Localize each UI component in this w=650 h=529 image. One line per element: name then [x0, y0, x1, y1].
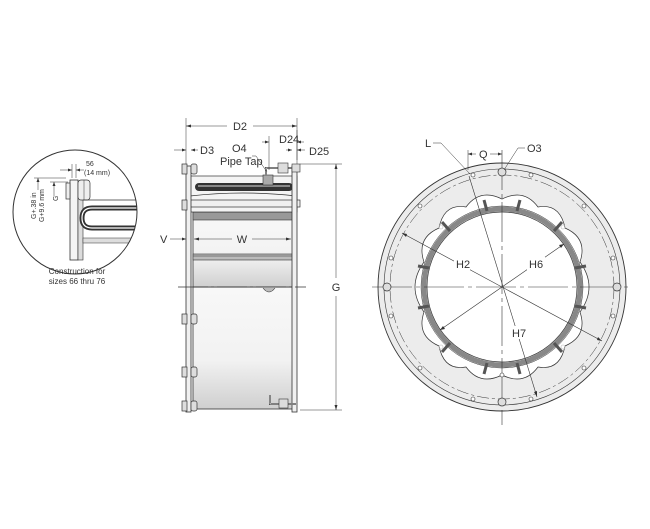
dim-g-detail-label: G: [53, 196, 60, 201]
shoe-dividers: [417, 199, 587, 375]
h2-label: H2: [456, 259, 470, 271]
flange-left: [185, 165, 192, 413]
dim-56-mm-label: (14 mm): [84, 170, 110, 177]
dim-d2-label: D2: [233, 121, 247, 133]
h7-label: H7: [512, 328, 526, 340]
detail-caption-line1: Construction for: [49, 267, 106, 276]
dim-56-label: 56: [86, 161, 94, 168]
h6-label: H6: [529, 259, 543, 271]
l-label: L: [425, 138, 431, 150]
dim-d25-label: D25: [309, 146, 329, 158]
detail-circle: [12, 149, 138, 275]
front-view: H2 H6 H7 L Q O3: [372, 138, 632, 425]
dim-g-mm-label: G+9.6 mm: [39, 189, 46, 222]
flange-right: [291, 165, 298, 413]
bolt-heads: [181, 163, 198, 412]
dim-v-label: V: [160, 234, 168, 246]
o3-label: O3: [527, 143, 542, 155]
pipe-tap-label: Pipe Tap: [220, 156, 263, 168]
dim-g-label: G: [332, 282, 341, 294]
o4-label: O4: [232, 143, 247, 155]
detail-caption-line2: sizes 66 thru 76: [49, 277, 106, 286]
dim-g-in-label: G+.38 in: [31, 192, 38, 219]
q-label: Q: [479, 149, 488, 161]
side-view: D2 D3 D24 D25 O4 Pipe Tap V W: [160, 118, 342, 413]
dim-w-label: W: [237, 234, 248, 246]
dim-d24-label: D24: [279, 134, 299, 146]
drum-lower: [192, 286, 294, 410]
bolt-holes: [388, 172, 616, 402]
detail-view: 56 (14 mm) G G+.38 in G+9.6 mm Construct…: [12, 149, 138, 286]
dim-d3-label: D3: [200, 145, 214, 157]
friction-shoe-top: [192, 211, 294, 221]
